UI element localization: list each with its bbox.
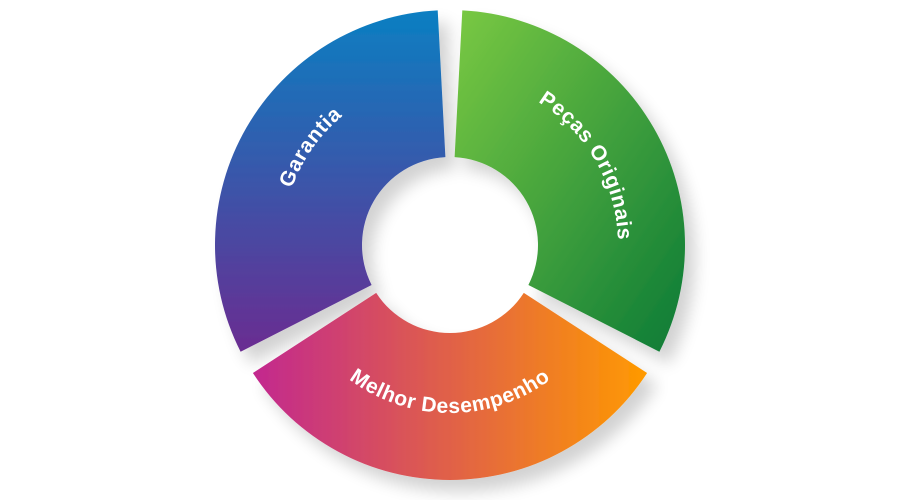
segment-pecas-originais [454, 10, 685, 352]
segment-garantia [215, 10, 446, 352]
segment-melhor-desempenho [252, 292, 648, 480]
